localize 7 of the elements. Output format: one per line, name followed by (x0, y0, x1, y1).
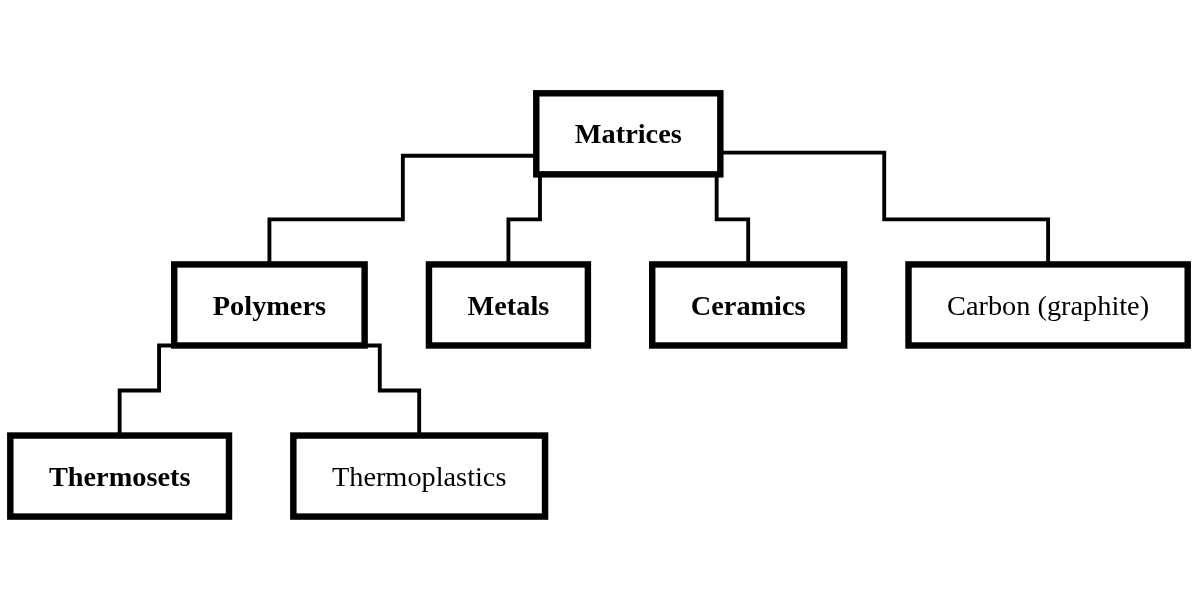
node-box: Thermoplastics (290, 432, 549, 520)
node-box: Polymers (171, 261, 368, 349)
node-box: Ceramics (649, 261, 848, 349)
node-box: Carbon (graphite) (905, 261, 1191, 349)
node-box: Thermosets (7, 432, 233, 520)
node-box: Matrices (533, 90, 724, 178)
node-box: Metals (425, 261, 592, 349)
